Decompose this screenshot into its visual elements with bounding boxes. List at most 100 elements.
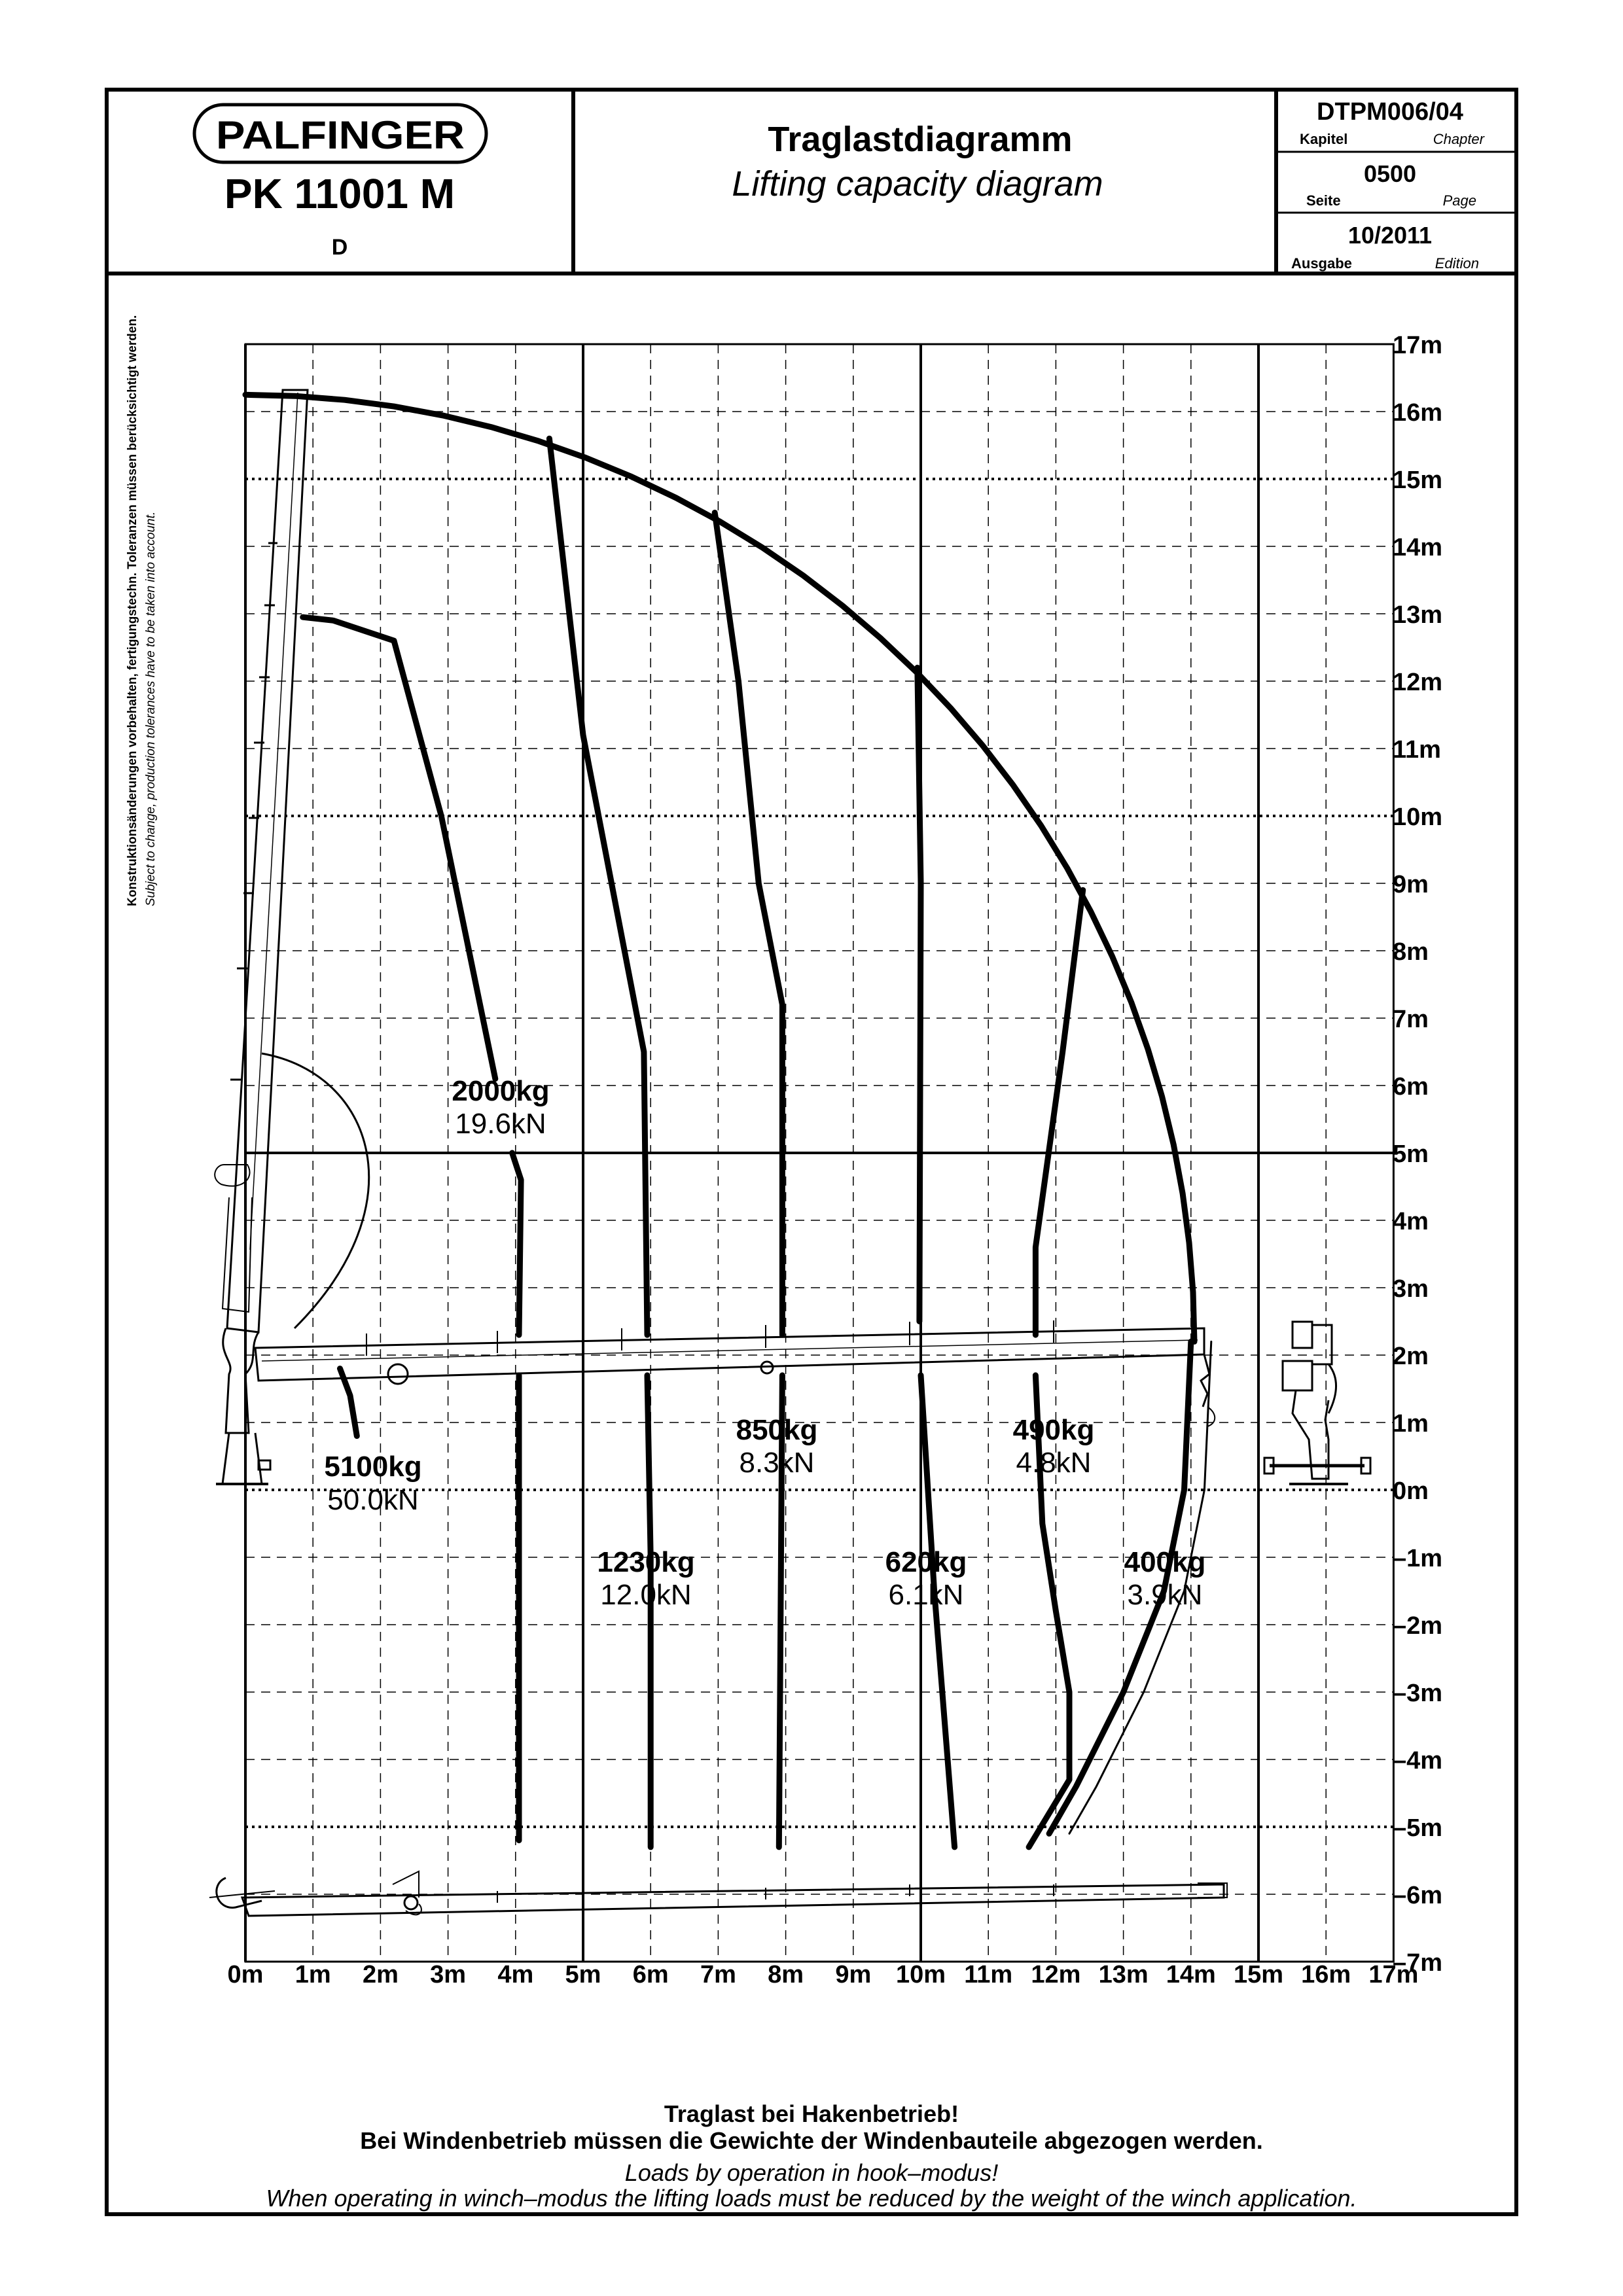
y-tick-label: 11m: [1393, 736, 1441, 764]
load-label-400-kg: 400kg: [1124, 1546, 1206, 1578]
y-tick-label: –2m: [1393, 1612, 1442, 1640]
diagram-grid: [244, 343, 1395, 1963]
title-german: Traglastdiagramm: [768, 120, 1072, 159]
y-tick-label: 17m: [1393, 332, 1442, 359]
y-tick-label: –5m: [1393, 1814, 1442, 1842]
y-tick-label: 3m: [1393, 1275, 1429, 1303]
x-tick-label: 0m: [228, 1961, 264, 1988]
y-tick-label: 0m: [1393, 1477, 1429, 1505]
load-label-400: 400kg 3.9kN: [1124, 1546, 1206, 1611]
load-label-5100-kn: 50.0kN: [327, 1484, 418, 1516]
y-tick-label: 12m: [1393, 669, 1442, 696]
load-label-490: 490kg 4.8kN: [1013, 1414, 1095, 1479]
reach-envelope-lower-inner: [1068, 1340, 1213, 1835]
x-tick-label: 1m: [295, 1961, 331, 1988]
chapter-label-en: Chapter: [1433, 131, 1486, 147]
crane-drawing-lowered: [209, 1870, 1228, 1917]
load-label-620: 620kg 6.1kN: [885, 1546, 967, 1611]
x-tick-label: 3m: [430, 1961, 466, 1988]
y-tick-label: 9m: [1393, 871, 1429, 898]
load-label-620-kg: 620kg: [885, 1546, 967, 1578]
load-curve-5100: [337, 1366, 360, 1439]
x-tick-label: 7m: [700, 1961, 736, 1988]
palfinger-logo: PALFINGER: [192, 103, 488, 164]
edition-label-en: Edition: [1435, 255, 1479, 272]
load-label-620-kn: 6.1kN: [889, 1579, 964, 1611]
crane-drawing-vertical: [214, 389, 309, 1333]
x-tick-label: 16m: [1301, 1961, 1351, 1988]
reach-envelope-lower: [1046, 1338, 1194, 1837]
y-tick-label: 8m: [1393, 938, 1429, 966]
load-curve-490: [1032, 887, 1086, 1338]
document-number: DTPM006/04: [1317, 98, 1463, 126]
y-axis-ticks: 17m16m15m14m13m12m11m10m9m8m7m6m5m4m3m2m…: [1393, 332, 1442, 1977]
load-curve-1230-below: [644, 1372, 654, 1850]
load-label-850: 850kg 8.3kN: [736, 1414, 818, 1479]
side-note-german: Konstruktionsänderungen vorbehalten, fer…: [126, 315, 139, 906]
footer-german-line-1: Traglast bei Hakenbetrieb!: [664, 2100, 959, 2127]
brand-name: PALFINGER: [216, 113, 465, 157]
load-curve-2000-lower: [509, 1150, 524, 1338]
x-tick-label: 10m: [896, 1961, 946, 1988]
x-tick-label: 2m: [363, 1961, 399, 1988]
x-tick-label: 6m: [633, 1961, 669, 1988]
y-tick-label: 10m: [1393, 804, 1442, 831]
x-tick-label: 4m: [497, 1961, 533, 1988]
x-tick-label: 17m: [1368, 1961, 1418, 1988]
x-tick-label: 5m: [565, 1961, 601, 1988]
edition-label-de: Ausgabe: [1291, 255, 1352, 272]
y-tick-label: –1m: [1393, 1545, 1442, 1572]
load-label-2000: 2000kg 19.6kN: [452, 1075, 549, 1140]
load-label-2000-kg: 2000kg: [452, 1075, 549, 1107]
page-label-de: Seite: [1306, 192, 1341, 209]
x-tick-label: 13m: [1099, 1961, 1149, 1988]
y-tick-label: 7m: [1393, 1006, 1429, 1033]
x-tick-label: 9m: [835, 1961, 871, 1988]
page-number: 0500: [1364, 160, 1416, 187]
title-english: Lifting capacity diagram: [732, 164, 1103, 203]
load-curves: [242, 391, 1213, 1850]
page-frame: [105, 88, 1518, 2216]
load-curve-620: [914, 664, 924, 1324]
diagram-border: [244, 343, 1395, 1963]
load-curve-1230: [546, 435, 651, 1338]
chapter-label-de: Kapitel: [1300, 131, 1347, 147]
load-curve-850: [711, 510, 785, 1338]
load-label-1230-kg: 1230kg: [597, 1546, 694, 1578]
load-label-490-kg: 490kg: [1013, 1414, 1095, 1446]
load-curve-490-below: [1026, 1372, 1073, 1850]
footer-english-line-1: Loads by operation in hook–modus!: [625, 2159, 998, 2186]
model-variant: D: [332, 235, 348, 260]
load-curve-2000: [300, 614, 499, 1082]
slewing-arc: [261, 1052, 370, 1330]
edition-number: 10/2011: [1348, 222, 1432, 249]
model-name: PK 11001 M: [224, 170, 455, 217]
load-curve-850-below: [776, 1372, 785, 1850]
load-label-5100-kg: 5100kg: [324, 1451, 421, 1483]
y-tick-label: 14m: [1393, 534, 1442, 561]
crane-drawing-horizontal: [254, 1320, 1216, 1427]
y-tick-label: –6m: [1393, 1882, 1442, 1909]
y-tick-label: 6m: [1393, 1073, 1429, 1101]
load-label-1230-kn: 12.0kN: [600, 1579, 691, 1611]
x-tick-label: 14m: [1166, 1961, 1216, 1988]
crane-drawing-rear-view: [1263, 1320, 1372, 1485]
y-tick-label: 2m: [1393, 1343, 1429, 1370]
load-label-850-kg: 850kg: [736, 1414, 818, 1446]
y-tick-label: 5m: [1393, 1140, 1429, 1168]
footer-german-line-2: Bei Windenbetrieb müssen die Gewichte de…: [360, 2127, 1263, 2154]
y-tick-label: 1m: [1393, 1410, 1429, 1438]
y-tick-label: 13m: [1393, 601, 1442, 629]
load-label-5100: 5100kg 50.0kN: [324, 1451, 421, 1516]
x-tick-label: 11m: [964, 1961, 1012, 1988]
y-tick-label: 4m: [1393, 1208, 1429, 1235]
crane-base: [216, 1328, 272, 1485]
footer-english-line-2: When operating in winch–modus the liftin…: [266, 2185, 1357, 2212]
y-tick-label: 15m: [1393, 467, 1442, 494]
load-label-2000-kn: 19.6kN: [455, 1108, 546, 1140]
x-tick-label: 12m: [1031, 1961, 1080, 1988]
y-tick-label: –7m: [1393, 1949, 1442, 1977]
load-label-490-kn: 4.8kN: [1016, 1447, 1092, 1479]
